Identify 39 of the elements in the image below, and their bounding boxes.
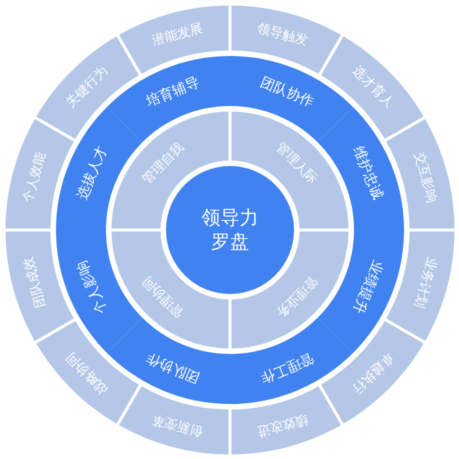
ring-segment	[230, 318, 354, 404]
segment-label: 团队协作	[144, 350, 202, 386]
segment-label: 团队成效	[20, 255, 49, 310]
ring-segment	[106, 318, 230, 404]
ring-segment	[318, 106, 404, 230]
ring-segment	[382, 116, 458, 232]
segment-label: 管理自我	[140, 140, 188, 188]
segment-label: 培育辅导	[144, 74, 202, 110]
segment-label: 绩效改进	[255, 411, 310, 440]
segment-label: 管理工作	[258, 350, 316, 386]
segment-label: 关键行为	[63, 63, 111, 111]
segment-label: 个人影响	[74, 258, 110, 316]
ring-segment	[228, 382, 344, 458]
segment-label: 战略协同	[63, 349, 111, 397]
segment-label: 领导触发	[255, 20, 310, 49]
segment-label: 选拔人才	[74, 144, 110, 202]
ring-segment	[56, 106, 142, 230]
segment-label: 团队协作	[258, 74, 316, 110]
ring-segment	[32, 32, 142, 142]
ring-segment	[56, 230, 142, 354]
ring-segment	[108, 228, 232, 352]
segment-label: 创新变革	[150, 411, 205, 440]
ring-segment	[2, 228, 78, 344]
segment-label: 卓越执行	[349, 349, 397, 397]
segment-label: 个人效能	[20, 150, 49, 205]
segment-label: 管理协同	[140, 272, 188, 320]
segment-label: 管理人际	[272, 140, 320, 188]
segment-label: 选才育人	[349, 63, 397, 111]
segment-label: 管理业务	[272, 272, 320, 320]
center-title: 领导力罗盘	[200, 206, 260, 254]
segment-label: 业绩提升	[350, 258, 386, 316]
segment-label: 业务计划	[411, 255, 440, 310]
ring-segment	[318, 230, 404, 354]
ring-segment	[228, 228, 352, 352]
ring-segment	[106, 56, 230, 142]
segment-label: 交互影响	[411, 150, 440, 205]
ring-segment	[230, 56, 354, 142]
segment-label: 潜能发展	[150, 20, 205, 49]
segment-label: 维护忠诚	[350, 144, 386, 202]
